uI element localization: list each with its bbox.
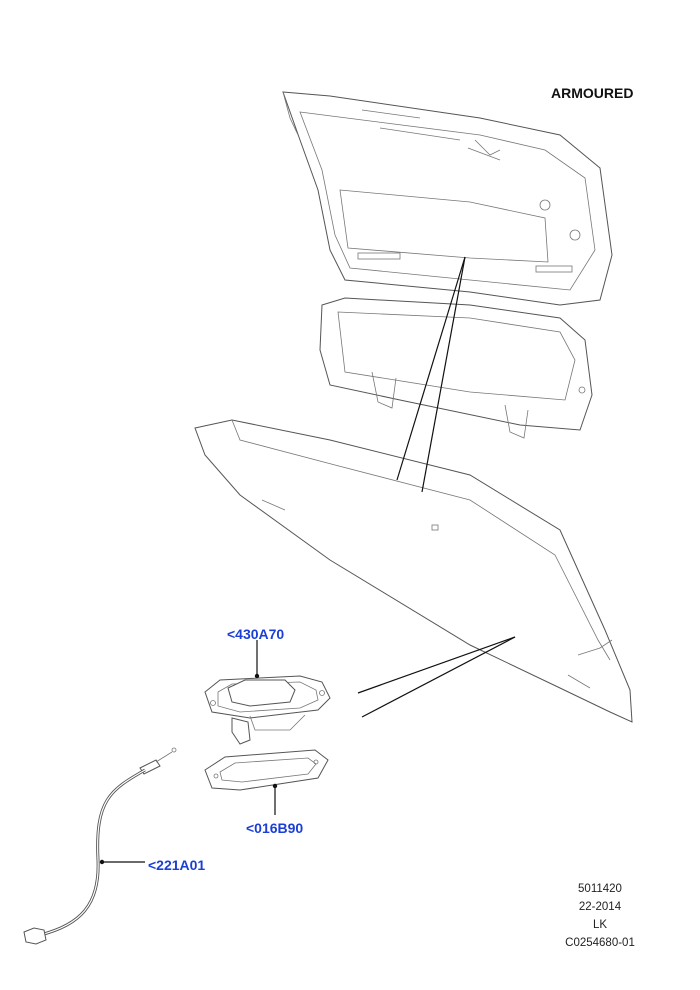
release-cable bbox=[23, 747, 177, 945]
variant-label: ARMOURED bbox=[551, 85, 634, 101]
callout-handle[interactable]: <430A70 bbox=[227, 626, 285, 642]
tailgate-lower-panel bbox=[319, 297, 593, 439]
author-code: LK bbox=[592, 919, 608, 931]
tailgate-trim-moulding bbox=[194, 419, 633, 723]
callout-cable[interactable]: <221A01 bbox=[148, 857, 206, 873]
date-code: 22-2014 bbox=[578, 901, 622, 913]
handle-assembly bbox=[204, 640, 331, 745]
illustration-meta: 5011420 22-2014 LK C0254680-01 bbox=[545, 880, 655, 952]
handle-gasket bbox=[204, 749, 329, 815]
tailgate-panel bbox=[282, 91, 613, 306]
ref-number: 5011420 bbox=[578, 883, 622, 895]
callout-gasket[interactable]: <016B90 bbox=[246, 820, 304, 836]
illustration-id: C0254680-01 bbox=[565, 937, 635, 949]
pointer-lines bbox=[357, 256, 516, 718]
